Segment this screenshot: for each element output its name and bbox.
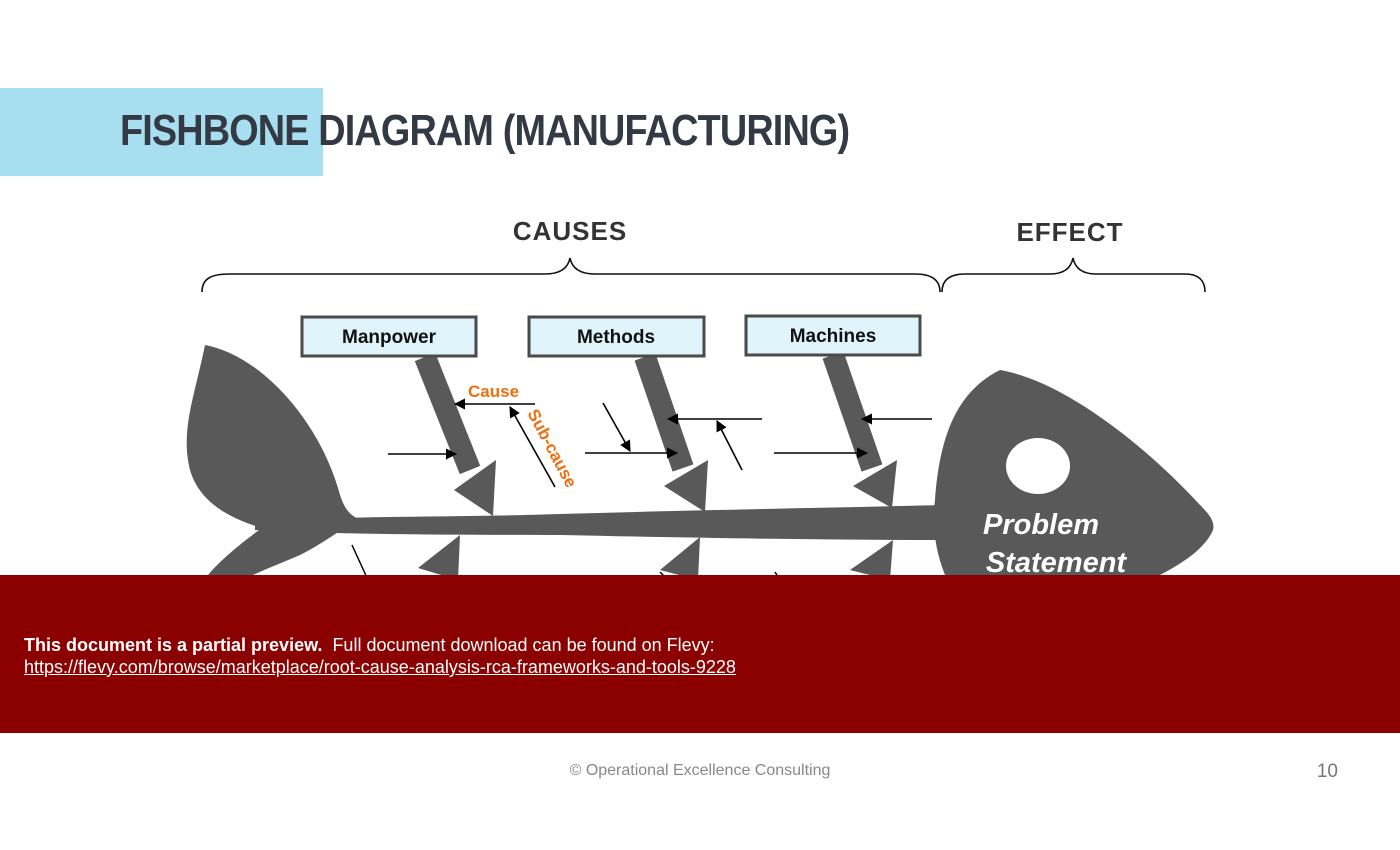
title-accent-bar: [0, 88, 323, 176]
subcause-annotation: Sub-cause: [523, 406, 580, 491]
lower-sub-arrow-1: [351, 544, 369, 581]
fish-tail: [186, 345, 360, 600]
causes-brace: [201, 257, 941, 293]
causes-heading: CAUSES: [513, 216, 627, 246]
lower-bone-1: [418, 535, 460, 580]
lower-bone-3: [850, 540, 893, 580]
subcause-arrow-2: [602, 402, 631, 452]
fish-head: [933, 370, 1214, 575]
category-label-methods: Methods: [577, 327, 655, 348]
page-number: 10: [1316, 761, 1338, 782]
preview-bold-text: This document is a partial preview.: [24, 635, 323, 655]
footer-copyright: © Operational Excellence Consulting: [569, 762, 831, 779]
cause-annotation: Cause: [468, 382, 519, 401]
category-label-machines: Machines: [790, 326, 877, 347]
bone-manpower: [414, 352, 496, 516]
lower-bone-2: [660, 537, 700, 580]
subcause-arrow-3: [716, 420, 743, 471]
effect-heading: EFFECT: [1016, 217, 1123, 247]
page-title: FISHBONE DIAGRAM (MANUFACTURING): [120, 106, 850, 155]
problem-statement-line2: Statement: [986, 547, 1128, 579]
preview-banner: This document is a partial preview. Full…: [0, 575, 1400, 733]
category-box-manpower: Manpower: [300, 315, 478, 358]
preview-text: Full document download can be found on F…: [332, 635, 715, 655]
category-label-manpower: Manpower: [342, 327, 437, 348]
flevy-download-link[interactable]: https://flevy.com/browse/marketplace/roo…: [24, 657, 736, 677]
preview-message: This document is a partial preview. Full…: [24, 634, 736, 678]
problem-statement-line1: Problem: [983, 509, 1099, 541]
bone-methods: [634, 353, 708, 512]
category-box-machines: Machines: [744, 314, 922, 357]
category-box-methods: Methods: [527, 315, 706, 358]
subcause-arrow-1: [509, 406, 556, 488]
bone-machines: [822, 351, 897, 508]
effect-brace: [941, 257, 1206, 293]
fish-spine: [255, 505, 945, 540]
fish-eye: [1006, 438, 1070, 494]
